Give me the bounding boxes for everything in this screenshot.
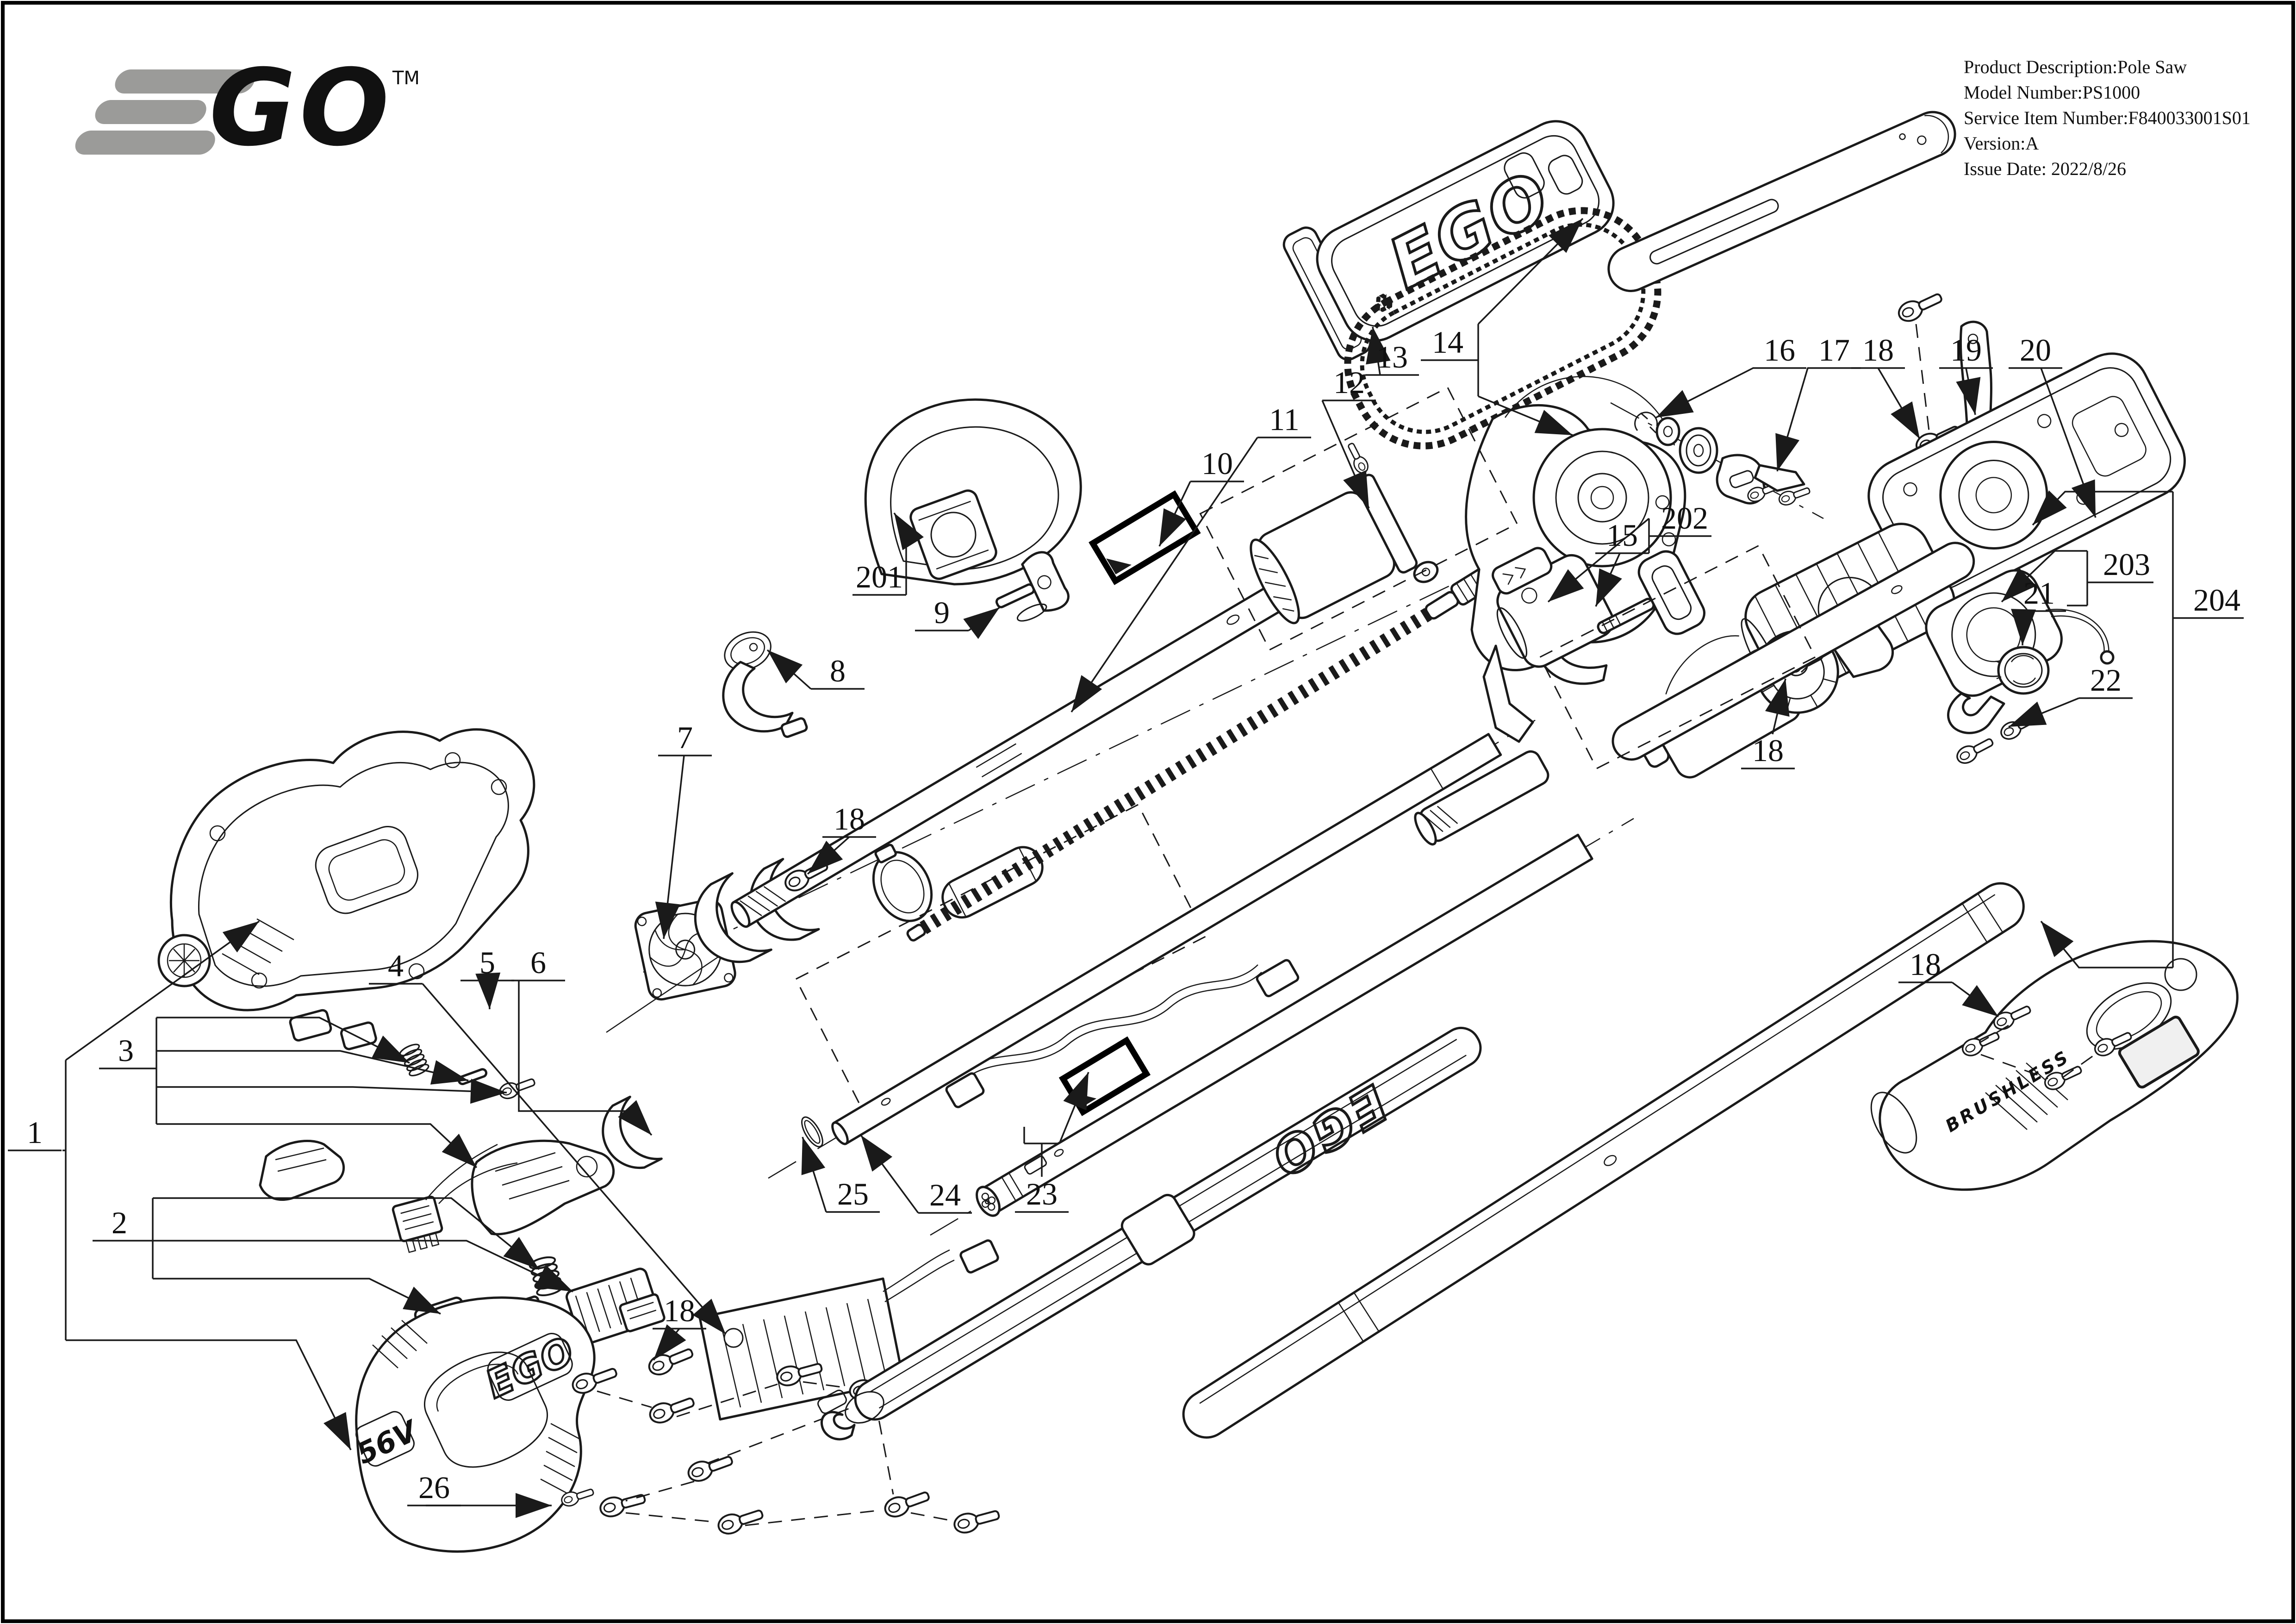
part-oil-cap <box>1995 646 2050 695</box>
part-coupler <box>1414 547 1614 846</box>
leader-lines <box>62 218 2190 1518</box>
callout-7-6: 7 <box>677 720 693 755</box>
part-motor-housing: BRUSHLESS <box>1870 940 2239 1191</box>
callout-18-31: 18 <box>1752 733 1784 768</box>
callout-12-11: 12 <box>1333 365 1365 400</box>
callout-15-14: 15 <box>1606 518 1638 553</box>
ego-logo-tm: TM <box>392 68 420 89</box>
callout-10-9: 10 <box>1201 446 1233 481</box>
callout-11-10: 11 <box>1269 402 1299 437</box>
part-pole-clamp <box>1199 387 1518 651</box>
info-line-2: Service Item Number:F840033001S01 <box>1964 107 2251 128</box>
callout-203-28: 203 <box>2103 547 2150 582</box>
callout-24-23: 24 <box>929 1177 961 1212</box>
callout-6-5: 6 <box>530 945 546 980</box>
callout-25-24: 25 <box>837 1176 869 1212</box>
callout-23-22: 23 <box>1026 1176 1058 1212</box>
part-gearbox-plate <box>1867 352 2186 604</box>
callout-8-7: 8 <box>830 653 846 688</box>
callout-1-0: 1 <box>27 1115 43 1150</box>
callout-19-18: 19 <box>1950 332 1982 368</box>
part-screw-cluster <box>559 1343 1002 1538</box>
callout-18-32: 18 <box>664 1293 695 1328</box>
part-outer-pole <box>1182 882 2025 1439</box>
info-line-3: Version:A <box>1964 133 2039 154</box>
callout-202-27: 202 <box>1661 500 1708 536</box>
callout-3-2: 3 <box>118 1033 134 1068</box>
info-line-0: Product Description:Pole Saw <box>1964 56 2187 77</box>
part-bail-handle <box>2045 609 2115 665</box>
callout-20-19: 20 <box>2020 332 2051 368</box>
callout-14-13: 14 <box>1432 325 1463 360</box>
callout-22-21: 22 <box>2090 662 2122 698</box>
part-left-housing <box>157 728 535 1050</box>
part-sprocket-parts <box>1634 412 1782 505</box>
info-line-1: Model Number:PS1000 <box>1964 82 2140 103</box>
part-wing-bolt <box>995 551 1070 622</box>
info-line-4: Issue Date: 2022/8/26 <box>1964 158 2126 179</box>
callout-204-29: 204 <box>2193 582 2240 618</box>
callout-201-26: 201 <box>856 559 903 594</box>
callout-17-16: 17 <box>1818 332 1850 368</box>
callout-21-20: 21 <box>2023 575 2055 611</box>
callout-18-33: 18 <box>1910 947 1941 982</box>
part-upper-right-pole <box>1612 542 1975 761</box>
part-middle-pole <box>831 733 1502 1145</box>
part-connector-pole <box>976 833 1593 1217</box>
part-hanger-hook <box>722 631 808 738</box>
callout-2-1: 2 <box>112 1205 127 1240</box>
callout-5-4: 5 <box>479 945 495 980</box>
part-guide-bar <box>1607 111 1956 292</box>
ego-logo-e-bars <box>75 69 255 155</box>
callout-13-12: 13 <box>1376 339 1408 375</box>
part-strap-hook <box>817 1389 884 1441</box>
callout-16-15: 16 <box>1764 332 1795 368</box>
callout-9-8: 9 <box>934 595 950 630</box>
callout-26-25: 26 <box>418 1470 450 1505</box>
callout-18-30: 18 <box>834 801 865 837</box>
ego-logo-go: GO <box>209 46 393 169</box>
part-rating-label <box>2118 1016 2200 1089</box>
callout-18-17: 18 <box>1862 332 1894 368</box>
ego-logo: GO TM <box>75 46 420 169</box>
part-coupler-knob <box>1539 544 1817 770</box>
part-clamp-lever <box>1947 692 2005 734</box>
callout-4-3: 4 <box>388 948 404 983</box>
part-saw-head <box>1465 376 1686 743</box>
part-battery-cover: EGO 56V <box>351 1296 596 1553</box>
part-shaft-clamps <box>602 843 1044 1169</box>
